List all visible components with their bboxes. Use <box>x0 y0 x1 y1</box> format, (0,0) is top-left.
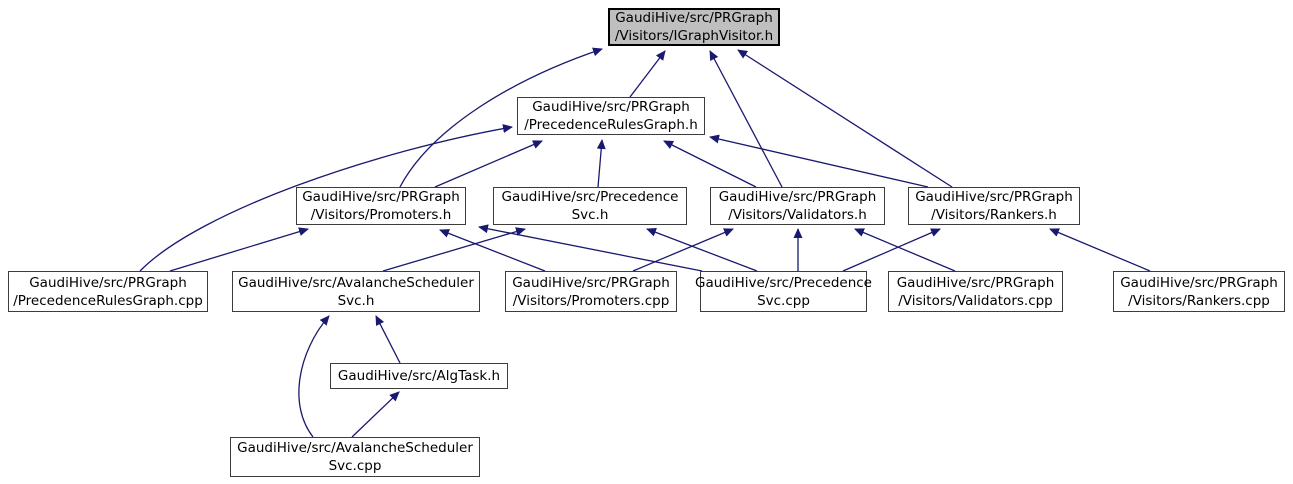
edge-precedencesvc_cpp-to-promoters_h <box>478 224 703 272</box>
node-label: Svc.cpp <box>328 458 382 474</box>
edge-validators_h-to-igraphvisitor_h <box>709 50 783 188</box>
node-label: GaudiHive/src/AvalancheScheduler <box>238 274 474 291</box>
node-validators-cpp[interactable]: GaudiHive/src/PRGraph/Visitors/Validator… <box>888 271 1063 312</box>
edge-precedencesvc_h-to-precedencerulesgraph_h <box>596 139 606 188</box>
node-label: GaudiHive/src/PRGraph <box>532 99 690 115</box>
node-rankers-h[interactable]: GaudiHive/src/PRGraph/Visitors/Rankers.h <box>908 187 1080 225</box>
node-promoters-cpp[interactable]: GaudiHive/src/PRGraph/Visitors/Promoters… <box>505 271 677 312</box>
edge-validators_cpp-to-validators_h <box>854 228 956 272</box>
node-algtask-h[interactable]: GaudiHive/src/AlgTask.h <box>330 363 508 389</box>
node-precedencerulesgraph-h[interactable]: GaudiHive/src/PRGraph/PrecedenceRulesGra… <box>517 97 705 135</box>
edge-precedencerulesgraph_cpp-to-promoters_h <box>169 227 309 272</box>
node-label: /Visitors/Validators.h <box>728 207 867 223</box>
node-label: Svc.h <box>571 207 609 223</box>
node-precedencerulesgraph-cpp[interactable]: GaudiHive/src/PRGraph/PrecedenceRulesGra… <box>8 271 208 312</box>
node-promoters-h[interactable]: GaudiHive/src/PRGraph/Visitors/Promoters… <box>296 187 466 225</box>
node-label: Svc.h <box>337 292 375 309</box>
node-label: GaudiHive/src/PRGraph <box>1120 274 1278 291</box>
edge-rankers_cpp-to-rankers_h <box>1049 228 1151 272</box>
node-label: /PrecedenceRulesGraph.cpp <box>13 292 203 309</box>
node-label: GaudiHive/src/Precedence <box>695 274 872 291</box>
node-rankers-cpp[interactable]: GaudiHive/src/PRGraph/Visitors/Rankers.c… <box>1113 271 1285 312</box>
node-label: GaudiHive/src/PRGraph <box>896 274 1055 291</box>
edge-avalancheschedulersvc_cpp-to-avalancheschedulersvc_h <box>298 315 330 438</box>
node-label: /Visitors/Validators.cpp <box>898 292 1053 309</box>
node-label: /Visitors/Promoters.h <box>310 207 452 223</box>
node-label: /PrecedenceRulesGraph.h <box>524 117 698 133</box>
edge-algtask_h-to-avalancheschedulersvc_h <box>375 315 401 364</box>
node-label: /Visitors/Rankers.cpp <box>1128 292 1270 309</box>
node-label: /Visitors/IGraphVisitor.h <box>614 28 774 44</box>
node-label: GaudiHive/src/PRGraph <box>915 189 1073 205</box>
node-label: GaudiHive/src/PRGraph <box>615 10 773 26</box>
node-label: GaudiHive/src/PRGraph <box>512 274 670 291</box>
node-label: Svc.cpp <box>757 292 810 309</box>
edge-promoters_cpp-to-promoters_h <box>439 229 546 272</box>
node-label: GaudiHive/src/PRGraph <box>29 274 187 291</box>
edge-avalancheschedulersvc_cpp-to-algtask_h <box>351 391 400 438</box>
edge-precedencesvc_cpp-to-rankers_h <box>842 228 941 272</box>
node-label: /Visitors/Promoters.cpp <box>512 292 670 309</box>
node-label: GaudiHive/src/PRGraph <box>302 189 460 205</box>
edge-validators_h-to-precedencerulesgraph_h <box>663 140 757 188</box>
node-label: GaudiHive/src/AlgTask.h <box>337 368 501 384</box>
edge-precedencesvc_cpp-to-precedencesvc_h <box>646 228 758 272</box>
edge-rankers_h-to-precedencerulesgraph_h <box>709 134 929 188</box>
node-label: GaudiHive/src/AvalancheScheduler <box>237 440 473 456</box>
node-igraphvisitor-h[interactable]: GaudiHive/src/PRGraph/Visitors/IGraphVis… <box>608 8 780 46</box>
edge-promoters_h-to-precedencerulesgraph_h <box>434 140 543 188</box>
edge-promoters_cpp-to-validators_h <box>632 228 734 272</box>
edge-rankers_h-to-igraphvisitor_h <box>737 49 953 188</box>
node-label: /Visitors/Rankers.h <box>931 207 1057 223</box>
node-label: GaudiHive/src/PRGraph <box>718 189 877 205</box>
edge-avalancheschedulersvc_h-to-precedencesvc_h <box>382 227 526 272</box>
node-label: GaudiHive/src/Precedence <box>501 189 679 205</box>
node-validators-h[interactable]: GaudiHive/src/PRGraph/Visitors/Validator… <box>710 187 885 225</box>
edge-precedencerulesgraph_h-to-igraphvisitor_h <box>629 50 666 98</box>
